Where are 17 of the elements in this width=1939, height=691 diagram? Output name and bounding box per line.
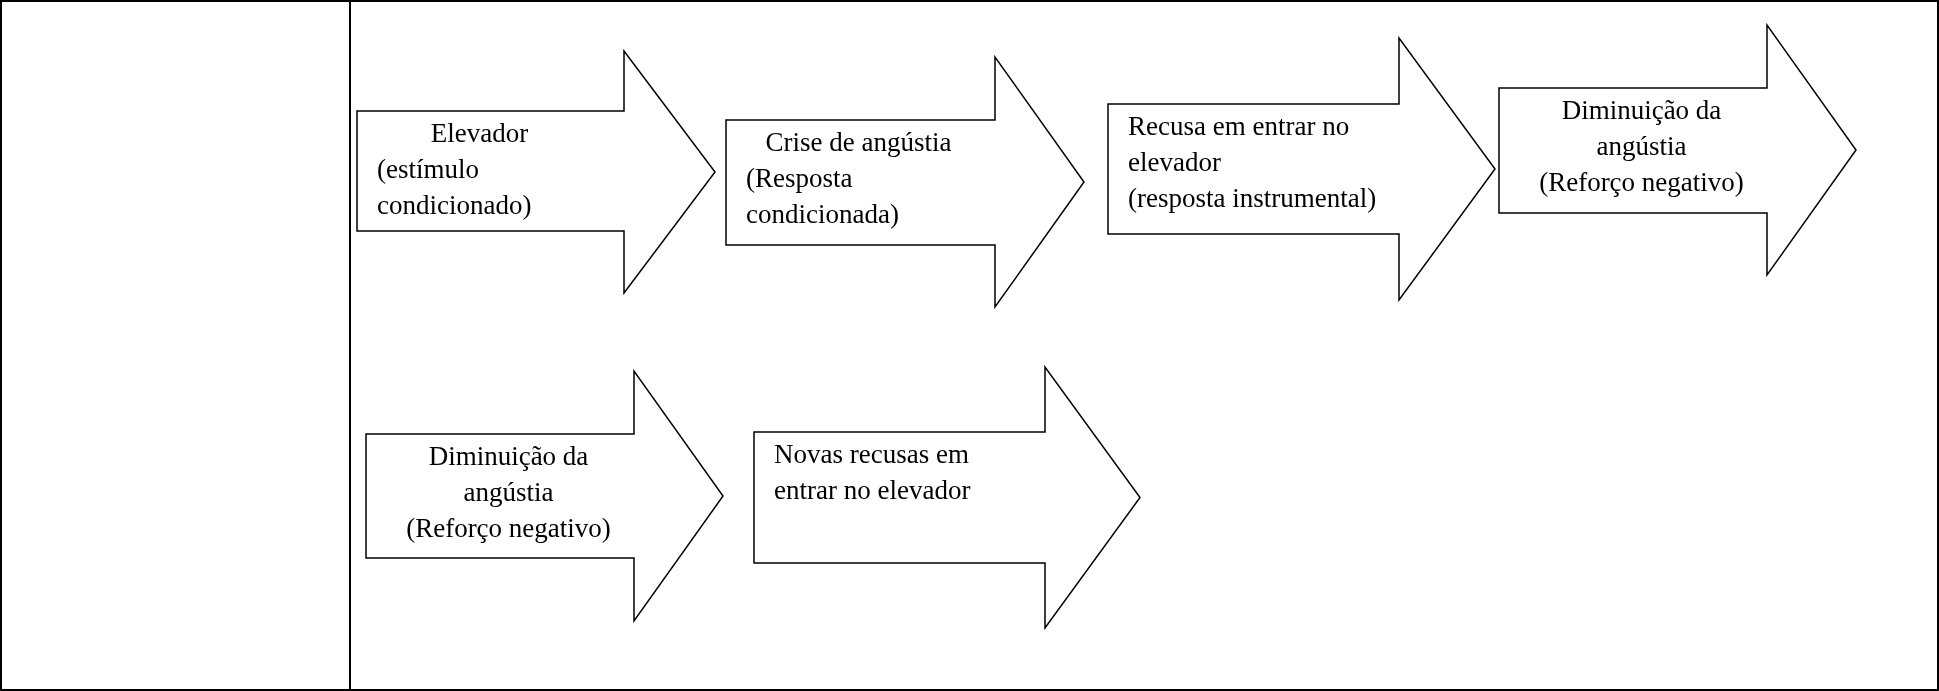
arrow-label: (resposta instrumental) — [1128, 182, 1378, 215]
step-box — [726, 57, 1084, 307]
arrow-label: Elevador — [429, 117, 530, 150]
arrow-label: Diminuição da angústia — [1560, 94, 1723, 163]
step-box — [754, 367, 1140, 628]
arrow-label: Crise de angústia — [764, 126, 953, 159]
step-box — [1499, 25, 1856, 275]
arrow-label: (Reforço negativo) — [1538, 166, 1745, 199]
arrow-label: (estímulo condicionado) — [377, 153, 533, 222]
arrow-label: (Resposta condicionada) — [746, 162, 900, 231]
arrow-label: Recusa em entrar no elevador — [1128, 110, 1351, 179]
arrow-label: Novas recusas em entrar no elevador — [774, 438, 972, 507]
step-box — [357, 51, 715, 293]
arrow-label: (Reforço negativo) — [405, 512, 612, 545]
arrow-label: Diminuição da angústia — [427, 440, 590, 509]
step-box — [1108, 38, 1495, 300]
step-box — [366, 371, 723, 621]
